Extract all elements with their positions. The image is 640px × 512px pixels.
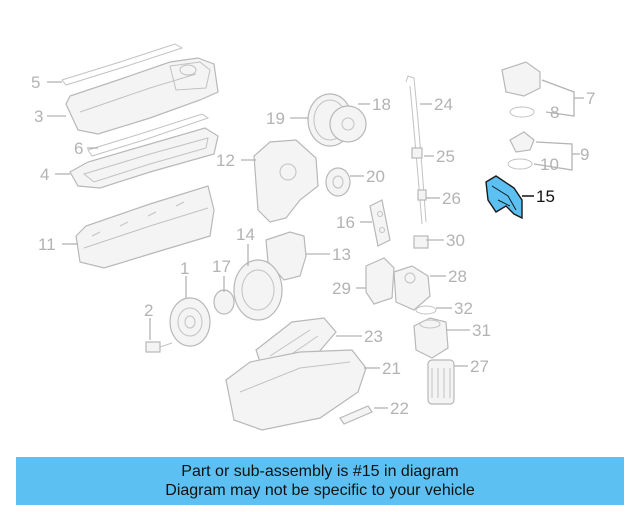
callout-16[interactable]: 16 bbox=[336, 213, 355, 232]
callout-30[interactable]: 30 bbox=[446, 231, 465, 250]
callout-1[interactable]: 1 bbox=[180, 259, 189, 278]
callout-15[interactable]: 15 bbox=[536, 187, 555, 206]
callout-11[interactable]: 11 bbox=[38, 235, 56, 254]
part-12-timing-cover bbox=[253, 139, 319, 223]
part-4-gasket bbox=[69, 127, 219, 189]
callout-24[interactable]: 24 bbox=[434, 95, 453, 114]
part-32-o-ring bbox=[415, 305, 437, 315]
part-21-oil-pan bbox=[225, 349, 367, 431]
part-20-pulley bbox=[325, 167, 351, 197]
part-16-bracket bbox=[369, 199, 391, 247]
callout-4[interactable]: 4 bbox=[40, 165, 49, 184]
callout-7[interactable]: 7 bbox=[586, 89, 595, 108]
part-30-sensor bbox=[413, 235, 429, 249]
part-5-gasket bbox=[61, 43, 184, 86]
callout-32[interactable]: 32 bbox=[454, 299, 473, 318]
part-6-gasket bbox=[87, 113, 210, 157]
callout-19[interactable]: 19 bbox=[266, 109, 285, 128]
callout-2[interactable]: 2 bbox=[144, 301, 153, 320]
callout-21[interactable]: 21 bbox=[382, 359, 401, 378]
leader-lines bbox=[47, 79, 584, 409]
callout-9[interactable]: 9 bbox=[580, 145, 589, 164]
callout-3[interactable]: 3 bbox=[34, 107, 43, 126]
callout-17[interactable]: 17 bbox=[212, 257, 231, 276]
info-banner: Part or sub-assembly is #15 in diagram D… bbox=[16, 457, 624, 505]
callout-28[interactable]: 28 bbox=[448, 267, 467, 286]
callout-31[interactable]: 31 bbox=[472, 321, 491, 340]
part-14-seal bbox=[233, 259, 283, 321]
callout-5[interactable]: 5 bbox=[31, 73, 40, 92]
callout-12[interactable]: 12 bbox=[216, 151, 235, 170]
callout-29[interactable]: 29 bbox=[332, 279, 351, 298]
part-10-seal bbox=[507, 158, 533, 170]
banner-line-disclaimer: Diagram may not be specific to your vehi… bbox=[165, 482, 475, 499]
part-25-tube-seal bbox=[411, 147, 423, 159]
callout-labels: 5 3 6 4 11 12 19 18 20 24 25 26 16 13 14… bbox=[31, 73, 595, 418]
engine-parts-diagram: 5 3 6 4 11 12 19 18 20 24 25 26 16 13 14… bbox=[31, 43, 595, 431]
callout-22[interactable]: 22 bbox=[390, 399, 409, 418]
callout-14[interactable]: 14 bbox=[236, 225, 255, 244]
callout-13[interactable]: 13 bbox=[332, 245, 351, 264]
callout-25[interactable]: 25 bbox=[436, 147, 455, 166]
part-22-sealant bbox=[339, 405, 373, 425]
callout-18[interactable]: 18 bbox=[372, 95, 391, 114]
part-31-housing bbox=[413, 317, 449, 359]
part-26-dipstick-tube bbox=[417, 189, 427, 201]
part-28-filter-housing bbox=[393, 265, 431, 311]
part-18-camshaft-gear bbox=[329, 105, 367, 143]
callout-20[interactable]: 20 bbox=[366, 167, 385, 186]
callout-8[interactable]: 8 bbox=[550, 103, 559, 122]
part-2-bolt bbox=[145, 341, 173, 353]
part-1-crank-pulley bbox=[169, 297, 211, 347]
callout-26[interactable]: 26 bbox=[442, 189, 461, 208]
part-8-washer bbox=[509, 106, 535, 118]
banner-line-part: Part or sub-assembly is #15 in diagram bbox=[181, 463, 459, 480]
part-11-cylinder-head bbox=[75, 185, 215, 269]
part-15-highlighted[interactable] bbox=[485, 175, 523, 220]
callout-27[interactable]: 27 bbox=[470, 357, 489, 376]
callout-6[interactable]: 6 bbox=[74, 139, 83, 158]
callout-23[interactable]: 23 bbox=[364, 327, 383, 346]
part-7-assembly bbox=[501, 61, 541, 97]
part-27-oil-filter bbox=[427, 359, 455, 405]
part-17-crank-sprocket bbox=[213, 289, 235, 315]
part-29-bracket bbox=[365, 257, 395, 305]
callout-10[interactable]: 10 bbox=[540, 155, 559, 174]
part-9-cap bbox=[509, 131, 535, 153]
part-3-valve-cover bbox=[65, 57, 219, 135]
